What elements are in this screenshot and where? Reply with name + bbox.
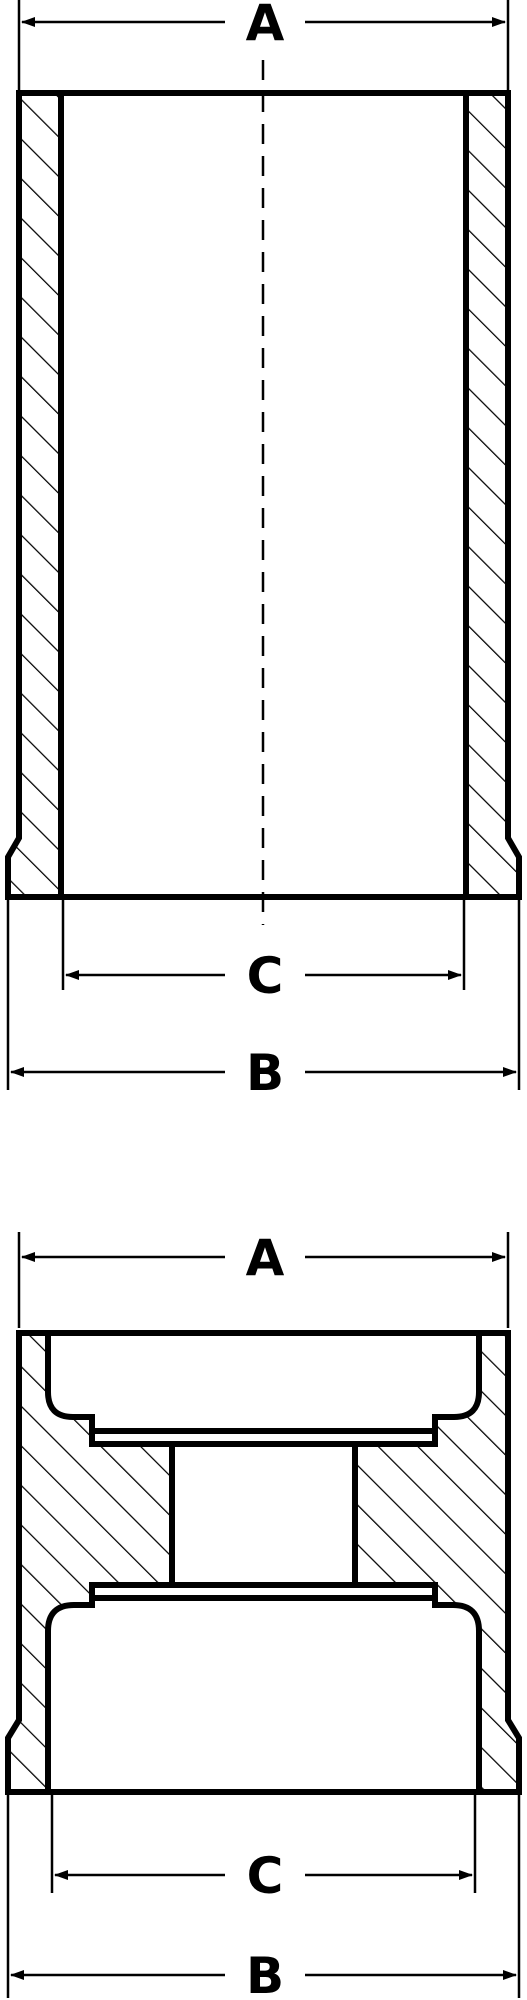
top-right-wall	[463, 90, 522, 900]
bottom-dimension-c: C	[54, 1847, 473, 1905]
top-section-drawing: A C B	[5, 0, 522, 1102]
bottom-label-a: A	[246, 1229, 285, 1287]
bottom-right-body	[352, 1330, 522, 1795]
top-label-a: A	[246, 0, 285, 52]
top-label-b: B	[246, 1044, 284, 1102]
top-dimension-c: C	[65, 947, 462, 1005]
bottom-label-b: B	[246, 1947, 284, 2000]
bottom-section-drawing: A C B	[5, 1229, 522, 2000]
top-left-wall	[5, 90, 64, 900]
bottom-left-body	[5, 1330, 175, 1795]
top-label-c: C	[247, 947, 284, 1005]
top-dimension-a: A	[21, 0, 506, 52]
bottom-dimension-b: B	[10, 1947, 517, 2000]
top-dimension-b: B	[10, 1044, 517, 1102]
bottom-dimension-a: A	[21, 1229, 506, 1287]
bottom-label-c: C	[247, 1847, 284, 1905]
